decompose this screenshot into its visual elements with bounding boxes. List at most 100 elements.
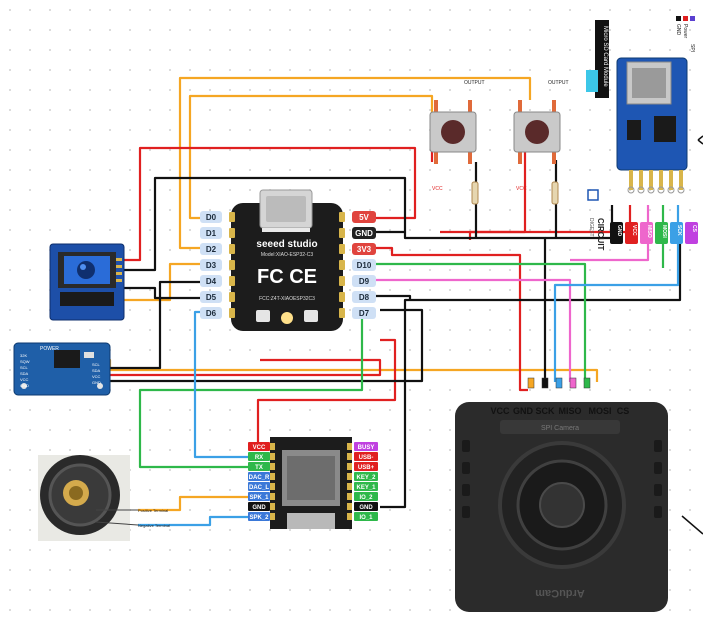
mp3-right-pin-label-gnd: GND: [359, 505, 373, 511]
wire-blue-d6-to-mp3-tx: [193, 310, 248, 459]
mp3-pin-rx: [248, 452, 270, 461]
circuit-digest-logo: CIRCUIT DIGEST: [587, 189, 605, 251]
wire-black-gnd-loop: [122, 176, 407, 272]
sd-legend: GND Power SPI: [675, 16, 695, 52]
xiao-pin-label-d0: D0: [206, 213, 217, 222]
mp3-right-pin-io-2: [354, 492, 378, 501]
speaker-positive-label: Positive Terminal: [138, 508, 168, 513]
xiao-pin-label-gnd: GND: [355, 229, 373, 238]
xiao-pin-label-d8: D8: [359, 293, 370, 302]
camera-pin-stub-miso: [569, 377, 577, 389]
wire-black-d8: [376, 294, 412, 300]
mp3-pin-dac-l: [248, 482, 270, 491]
xiao-pin-3v3: [352, 243, 376, 255]
mp3-pin-label-vcc: VCC: [253, 445, 266, 451]
wire-orange-d2-to-button2: [178, 76, 532, 250]
xiao-fcc: FCC:Z4T-XIAOESP32C3: [259, 296, 315, 302]
camera-pin-stub-sck: [555, 377, 563, 389]
mp3-right-pin-label-io-1: IO_1: [359, 515, 373, 521]
mp3-pin-label-dac-l: DAC_L: [249, 485, 269, 491]
camera-pin-label-sck: SCK: [535, 406, 555, 416]
xiao-pin-5v: [352, 211, 376, 223]
camera-header: SPI Camera: [541, 425, 579, 432]
sd-legend-gnd: GND: [675, 24, 681, 36]
rtc-pin-label-32k: 32K: [20, 353, 27, 358]
camera-pin-label-cs: CS: [617, 406, 630, 416]
xiao-pin-d1: [200, 227, 222, 239]
xiao-model: Model:XIAO-ESP32-C3: [261, 252, 313, 258]
mp3-pin-gnd: [248, 502, 270, 511]
xiao-pin-d4: [200, 275, 222, 287]
rtc-pin-label-sqw: SQW: [20, 359, 30, 364]
sd-pin-label-miso: MISO: [646, 225, 652, 238]
wire-red-sd-vcc: [468, 205, 632, 240]
xiao-pin-label-d5: D5: [206, 293, 217, 302]
wire-red-mp3-vcc: [248, 338, 397, 449]
camera-pin-label-mosi: MOSI: [588, 406, 611, 416]
mp3-right-pin-io-1: [354, 512, 378, 521]
xiao-marks: FC CE: [257, 266, 317, 288]
button-output-label: OUTPUT: [548, 80, 569, 86]
mp3-pin-label-spk-1: SPK_1: [249, 495, 269, 501]
wire-red-5v-top: [122, 146, 417, 262]
button-output-label: OUTPUT: [464, 80, 485, 86]
mp3-pin-dac-r: [248, 472, 270, 481]
sd-title: Micro SD Card Module: [602, 26, 608, 87]
mp3-pin-label-rx: RX: [255, 455, 263, 461]
rtc-right-pin-label-gnd: GND: [92, 380, 101, 385]
camera-pin-label-gnd: GND: [513, 406, 534, 416]
speaker-negative-label: Negative Terminal: [138, 523, 170, 528]
oled-display: [49, 243, 125, 321]
xiao-pin-d7: [352, 307, 376, 319]
wire-pink-d9-to-miso: [376, 278, 572, 382]
xiao-pin-label-d10: D10: [357, 261, 372, 270]
mp3-right-pin-busy: [354, 442, 378, 451]
mp3-right-pin-gnd: [354, 502, 378, 511]
sd-pin-label-mosi: MOSI: [661, 225, 667, 238]
sd-pin-gnd: [610, 222, 623, 244]
xiao-pin-d5: [200, 291, 222, 303]
xiao-pin-d9: [352, 275, 376, 287]
mp3-right-pin-usb: [354, 452, 378, 461]
wire-blue-speaker: [138, 515, 248, 527]
wire-green-d10-to-mosi: [376, 262, 587, 382]
xiao-brand: seeed studio: [256, 239, 317, 250]
logo-sub: DIGEST: [588, 218, 594, 237]
speaker: Positive Terminal Negative Terminal: [38, 455, 170, 541]
xiao-pin-d10: [352, 259, 376, 271]
button-vcc-label: VCC: [432, 186, 443, 192]
wire-black-cam-arrow: [681, 515, 703, 535]
wire-black-rtc-gnd: [78, 308, 424, 383]
camera-pin-label-vcc: VCC: [490, 406, 510, 416]
xiao-pin-d2: [200, 243, 222, 255]
xiao-pin-label-5v: 5V: [359, 213, 369, 222]
xiao-pin-label-d7: D7: [359, 309, 370, 318]
mp3-right-pin-usb: [354, 462, 378, 471]
logo-main: CIRCUIT: [596, 218, 605, 251]
camera-pin-stub-gnd: [541, 377, 549, 389]
sd-legend-spi: SPI: [689, 44, 695, 52]
mp3-right-pin-label-key-1: KEY_1: [356, 485, 376, 491]
mp3-pin-label-spk-2: SPK_2: [249, 515, 269, 521]
xiao-pin-label-d1: D1: [206, 229, 217, 238]
wire-black-rtc-sda: [78, 280, 218, 370]
mp3-right-pin-label-io-2: IO_2: [359, 495, 373, 501]
xiao-pin-label-d9: D9: [359, 277, 370, 286]
rtc-right-pin-label-sda: SDA: [92, 368, 101, 373]
sd-pin-sck: [670, 222, 683, 244]
mp3-right-pin-key-1: [354, 482, 378, 491]
rtc-pin-label-sda: SDA: [20, 371, 29, 376]
wire-blue-sd-sck: [553, 205, 680, 382]
mp3-pin-tx: [248, 462, 270, 471]
wire-black-button-gnd: [474, 160, 558, 238]
camera-pin-stub-mosi: [583, 377, 591, 389]
mp3-pin-label-gnd: GND: [252, 505, 266, 511]
mp3-right-pin-label-usb: USB-: [359, 455, 374, 461]
mp3-pin-vcc: [248, 442, 270, 451]
mp3-pin-label-tx: TX: [255, 465, 263, 471]
rtc-power-label: POWER: [40, 346, 59, 352]
